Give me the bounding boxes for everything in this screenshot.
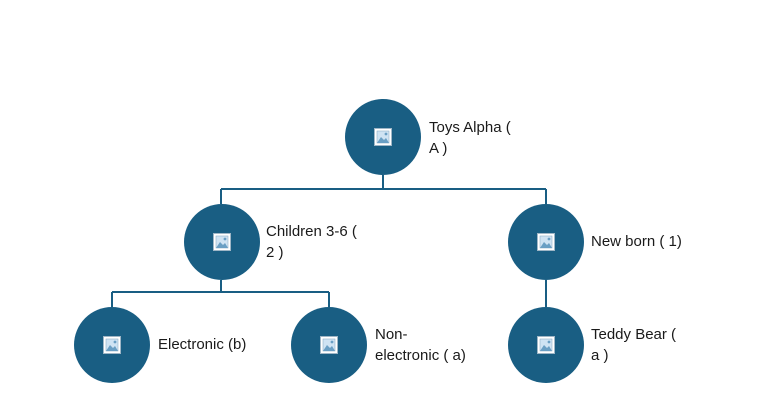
image-placeholder-icon <box>537 336 555 354</box>
node-electronic[interactable] <box>74 307 150 383</box>
image-placeholder-icon <box>537 233 555 251</box>
label-children-3-6: Children 3-6 ( 2 ) <box>266 223 357 261</box>
label-non-electronic: Non- electronic ( a) <box>375 326 466 364</box>
image-placeholder-icon <box>213 233 231 251</box>
node-new-born[interactable] <box>508 204 584 280</box>
image-placeholder-icon <box>103 336 121 354</box>
image-placeholder-icon <box>374 128 392 146</box>
label-toys-alpha: Toys Alpha ( A ) <box>429 119 511 157</box>
label-teddy-bear: Teddy Bear ( a ) <box>591 326 677 364</box>
node-teddy-bear[interactable] <box>508 307 584 383</box>
node-children-3-6[interactable] <box>184 204 260 280</box>
image-placeholder-icon <box>320 336 338 354</box>
label-new-born: New born ( 1) <box>591 233 682 250</box>
node-toys-alpha[interactable] <box>345 99 421 175</box>
label-electronic: Electronic (b) <box>158 336 247 353</box>
node-non-electronic[interactable] <box>291 307 367 383</box>
